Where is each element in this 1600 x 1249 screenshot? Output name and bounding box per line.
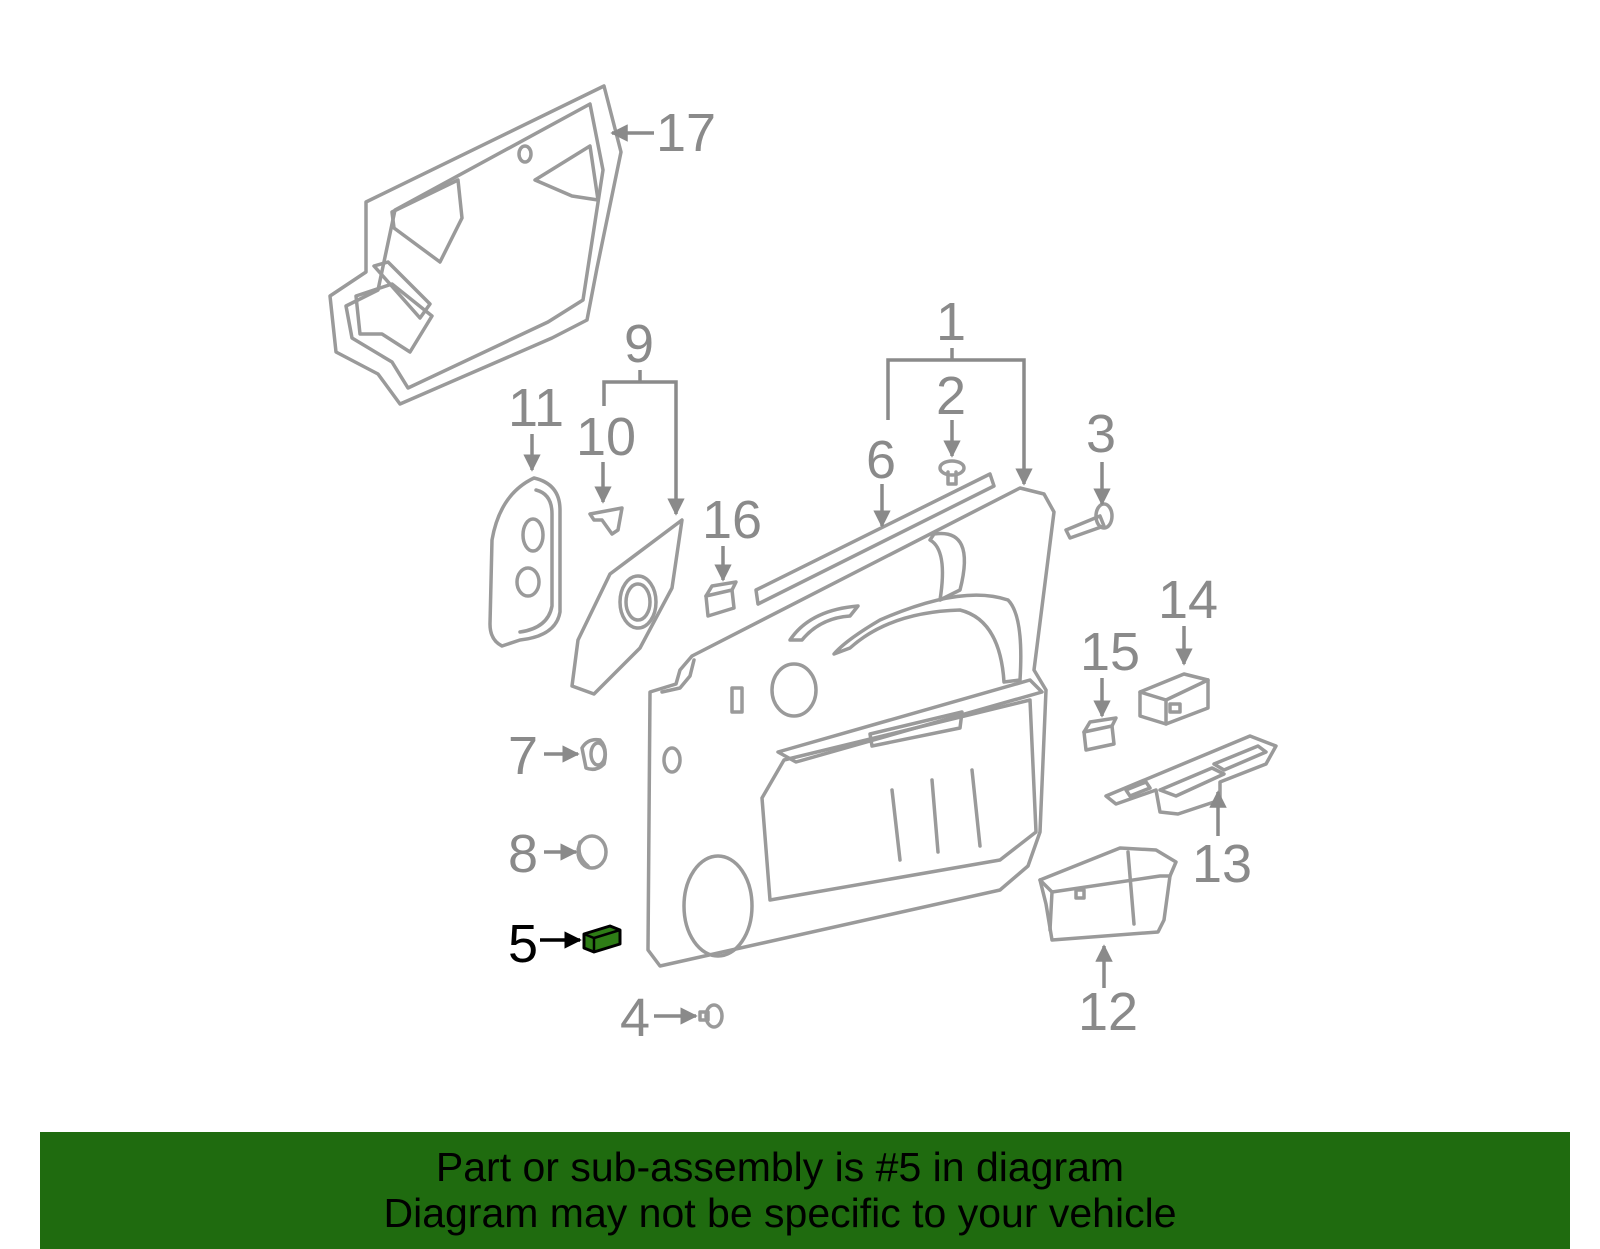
callout-8: 8: [508, 824, 578, 884]
parts-diagram: 17 11 10 9 16 6: [328, 84, 1278, 1048]
info-banner: Part or sub-assembly is #5 in diagram Di…: [40, 1132, 1570, 1249]
part-15-small-block: [1082, 716, 1118, 752]
callout-2: 2: [936, 366, 966, 458]
banner-disclaimer: Diagram may not be specific to your vehi…: [383, 1190, 1177, 1236]
svg-text:15: 15: [1080, 622, 1140, 682]
part-14-switch: [1138, 672, 1210, 726]
svg-text:14: 14: [1158, 570, 1218, 630]
part-9-trim-panel: [570, 518, 684, 696]
part-16-small-block: [704, 580, 738, 618]
svg-text:17: 17: [656, 103, 716, 163]
callout-13: 13: [1192, 790, 1252, 894]
callout-3: 3: [1086, 404, 1116, 506]
svg-text:5: 5: [508, 914, 538, 974]
callout-15: 15: [1080, 622, 1140, 718]
part-10-clip: [588, 506, 624, 536]
callout-7: 7: [508, 726, 580, 786]
part-12-storage-pocket: [1038, 846, 1178, 942]
callout-12: 12: [1078, 944, 1138, 1042]
part-2-fastener: [938, 459, 966, 486]
svg-text:3: 3: [1086, 404, 1116, 464]
callout-9: 9: [602, 314, 685, 516]
part-17-water-deflector: [328, 84, 623, 406]
svg-text:11: 11: [508, 378, 564, 438]
part-1-door-trim-panel: [646, 486, 1056, 968]
svg-text:10: 10: [576, 407, 636, 467]
svg-text:16: 16: [702, 490, 762, 550]
callout-1: 1: [886, 292, 1033, 486]
svg-text:9: 9: [624, 314, 654, 374]
callout-4: 4: [620, 988, 698, 1048]
svg-text:13: 13: [1192, 834, 1252, 894]
callout-6: 6: [866, 430, 896, 528]
banner-part-info: Part or sub-assembly is #5 in diagram: [435, 1144, 1125, 1190]
svg-text:4: 4: [620, 988, 650, 1048]
part-5-highlighted-block: [582, 924, 622, 954]
callout-14: 14: [1158, 570, 1218, 666]
callout-5: 5: [508, 914, 582, 974]
callout-11: 11: [508, 378, 564, 472]
callout-10: 10: [576, 407, 636, 504]
callout-17: 17: [610, 103, 716, 163]
part-11-switch-bezel: [488, 476, 562, 648]
svg-text:6: 6: [866, 430, 896, 490]
svg-text:2: 2: [936, 366, 966, 426]
part-8-cap: [576, 834, 608, 870]
part-3-screw: [1064, 502, 1114, 540]
svg-text:12: 12: [1078, 982, 1138, 1042]
svg-text:1: 1: [936, 292, 966, 352]
part-7-plug: [580, 737, 608, 772]
callout-16: 16: [702, 490, 762, 582]
svg-text:8: 8: [508, 824, 538, 884]
svg-text:7: 7: [508, 726, 538, 786]
part-13-switch-bezel: [1104, 734, 1278, 816]
part-6-belt-molding: [754, 472, 996, 606]
part-4-fastener: [698, 1003, 724, 1029]
